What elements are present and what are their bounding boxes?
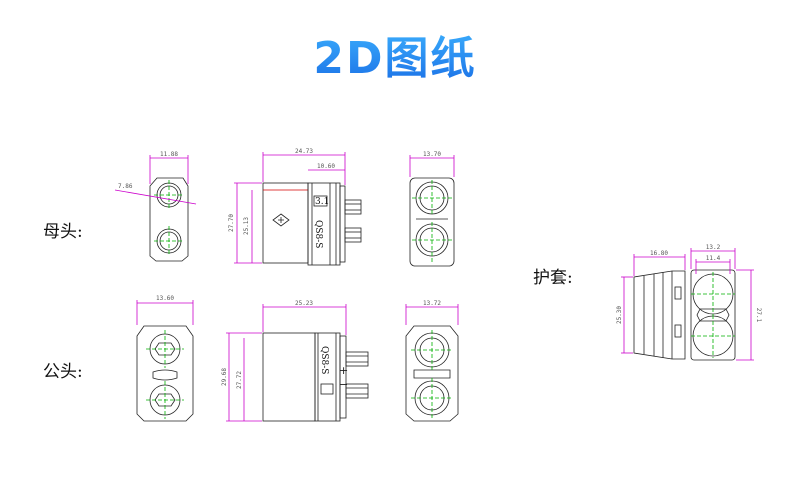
version-marking: 3.1 <box>315 197 329 207</box>
dim-male-side-h2: 27.72 <box>236 371 243 389</box>
dim-cover-front-height: 27.1 <box>755 308 762 323</box>
dim-female-front-angle: 7.86 <box>118 183 133 190</box>
dim-male-back-width: 13.72 <box>423 300 441 307</box>
cover-side-view: 16.80 25.30 <box>616 250 686 360</box>
dim-female-side-h2: 25.13 <box>243 217 250 235</box>
female-front-view: 11.88 7.86 <box>114 151 197 262</box>
dim-cover-front-w1: 13.2 <box>706 244 721 251</box>
label-cover: 护套: <box>533 268 573 288</box>
dim-cover-side-height: 25.30 <box>616 306 623 324</box>
svg-text:−: − <box>339 378 348 391</box>
dim-female-front-width: 11.88 <box>160 151 178 158</box>
svg-text:+: + <box>339 364 348 377</box>
female-side-view: 24.73 10.60 27.70 25.13 3.1 QS8-S <box>228 148 362 266</box>
male-front-view: 13.60 <box>136 295 194 422</box>
male-back-view: 13.72 <box>405 300 459 422</box>
dim-female-back-width: 13.70 <box>423 151 441 158</box>
dim-male-side-length: 25.23 <box>295 300 313 307</box>
dim-female-side-h1: 27.70 <box>228 214 235 232</box>
dim-male-front-width: 13.60 <box>156 295 174 302</box>
dim-female-side-sub: 10.60 <box>317 163 335 170</box>
dim-male-side-h1: 29.68 <box>221 368 228 386</box>
page-title: 2D图纸 <box>0 22 790 86</box>
dim-cover-side-width: 16.80 <box>650 250 668 257</box>
model-marking-female: QS8-S <box>313 220 323 248</box>
cover-front-view: 13.2 11.4 27.1 <box>690 244 762 361</box>
label-male: 公头: <box>43 362 83 382</box>
dim-cover-front-w2: 11.4 <box>706 255 721 262</box>
model-marking-male: QS8-S <box>319 346 329 374</box>
male-side-view: + − 25.23 29.68 27.72 QS8-S <box>221 300 369 422</box>
female-back-view: 13.70 <box>409 151 455 267</box>
dim-female-side-length: 24.73 <box>295 148 313 155</box>
label-female: 母头: <box>43 222 83 242</box>
